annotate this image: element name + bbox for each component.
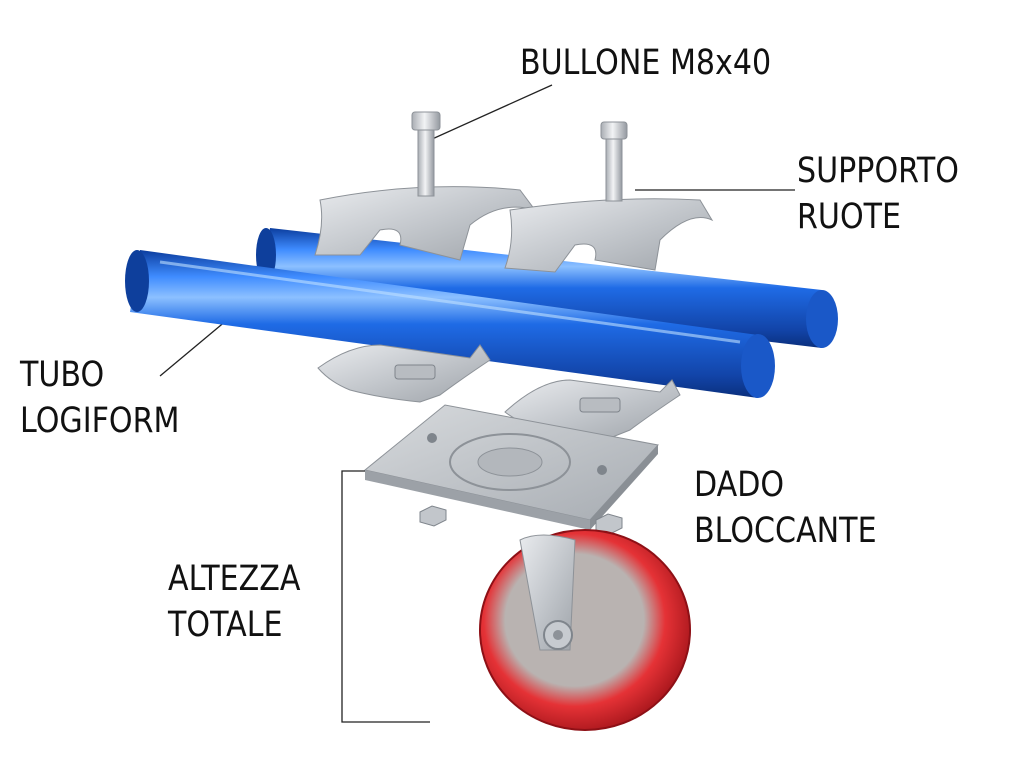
- nut-label-line1: DADO: [694, 465, 785, 505]
- lower-clamp-left: [317, 344, 491, 403]
- bolt-label: BULLONE M8x40: [520, 40, 771, 86]
- height-label: ALTEZZA TOTALE: [168, 556, 300, 648]
- caster-wheel: [479, 529, 691, 731]
- support-label-line2: RUOTE: [797, 197, 902, 237]
- support-label-line1: SUPPORTO: [797, 151, 959, 191]
- height-leader-line: [341, 470, 430, 723]
- bolt-label-text: BULLONE M8x40: [520, 43, 772, 83]
- height-label-line1: ALTEZZA: [168, 559, 301, 599]
- nut-label-line2: BLOCCANTE: [694, 511, 877, 551]
- lock-nut-left: [419, 505, 447, 527]
- bolt-right: [600, 121, 628, 202]
- nut-label: DADO BLOCCANTE: [694, 462, 877, 554]
- tube-label-line2: LOGIFORM: [20, 401, 180, 441]
- caster-plate: [363, 404, 659, 530]
- upper-support-right: [504, 198, 714, 273]
- bolt-left: [411, 111, 441, 197]
- tube-label-line1: TUBO: [20, 355, 105, 395]
- bolt-leader-line: [429, 84, 553, 141]
- tube-label: TUBO LOGIFORM: [20, 352, 179, 444]
- height-label-line2: TOTALE: [168, 605, 283, 645]
- support-label: SUPPORTO RUOTE: [797, 148, 959, 240]
- upper-support-left: [314, 186, 537, 261]
- front-tube: [125, 250, 775, 398]
